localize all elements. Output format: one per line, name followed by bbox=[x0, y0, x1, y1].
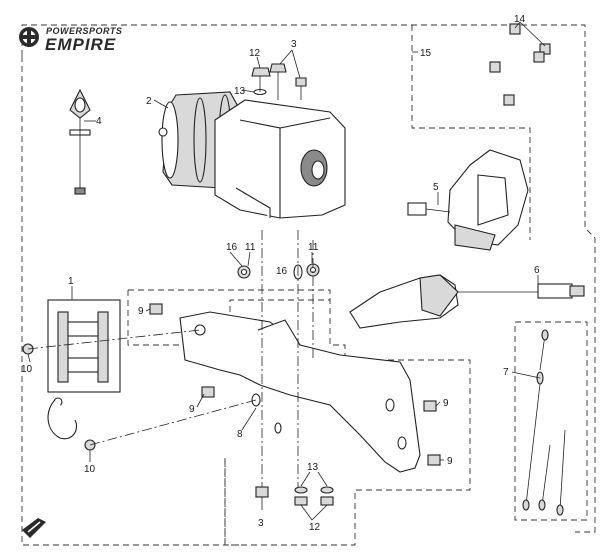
handheld-remote bbox=[349, 274, 585, 329]
callout-10-upper: 10 bbox=[21, 364, 33, 375]
callout-10-lower: 10 bbox=[84, 464, 96, 475]
callout-5: 5 bbox=[433, 182, 439, 193]
callout-labels: 2 4 12 3 13 14 15 5 6 1 16 11 11 16 9 9 … bbox=[21, 14, 540, 533]
callout-1: 1 bbox=[68, 276, 74, 287]
left-boundary bbox=[21, 56, 245, 546]
callout-11-right: 11 bbox=[308, 242, 319, 253]
top-fasteners bbox=[251, 63, 307, 100]
callout-9-left: 9 bbox=[138, 306, 144, 317]
callout-12-bottom: 12 bbox=[309, 522, 321, 533]
callout-15: 15 bbox=[420, 48, 432, 59]
brand-emblem-icon bbox=[19, 27, 39, 47]
cable-group-boundary bbox=[514, 321, 588, 521]
winch-motor-drum bbox=[158, 91, 346, 219]
main-assembly-boundary bbox=[21, 24, 596, 533]
bracket-group-boundary bbox=[127, 290, 471, 546]
callout-9-right-lower: 9 bbox=[447, 456, 453, 467]
handlebar-switch bbox=[407, 23, 551, 251]
bottom-fasteners bbox=[255, 486, 334, 510]
callout-9-right-upper: 9 bbox=[443, 398, 449, 409]
callout-3-top: 3 bbox=[291, 39, 297, 50]
callout-7: 7 bbox=[503, 367, 509, 378]
callout-8: 8 bbox=[237, 429, 243, 440]
mounting-bracket bbox=[179, 311, 421, 473]
callout-13-top: 13 bbox=[234, 86, 246, 97]
handlebar-switch-boundary bbox=[411, 25, 531, 240]
powersports-empire-logo: POWERSPORTS EMPIRE bbox=[19, 26, 122, 54]
callout-6: 6 bbox=[534, 265, 540, 276]
clutch-lever bbox=[69, 88, 91, 195]
battery-cables bbox=[522, 329, 566, 516]
callout-3-bottom: 3 bbox=[258, 518, 264, 529]
callout-16-left: 16 bbox=[226, 242, 238, 253]
brand-line-1: POWERSPORTS bbox=[46, 26, 122, 36]
alignment-lines bbox=[27, 230, 314, 488]
callout-14: 14 bbox=[514, 14, 526, 25]
corner-emblem-icon bbox=[22, 518, 46, 538]
roller-fairlead bbox=[22, 299, 121, 451]
callout-12-top: 12 bbox=[249, 48, 261, 59]
callout-9-lower: 9 bbox=[189, 404, 195, 415]
callout-4: 4 bbox=[96, 116, 102, 127]
callout-16-right: 16 bbox=[276, 266, 288, 277]
callout-11-left: 11 bbox=[245, 242, 256, 253]
bracket-top-boundary bbox=[128, 289, 331, 300]
callout-leaders bbox=[27, 21, 546, 521]
callout-2: 2 bbox=[146, 96, 152, 107]
callout-13-bottom: 13 bbox=[307, 462, 319, 473]
brand-line-2: EMPIRE bbox=[45, 35, 116, 54]
